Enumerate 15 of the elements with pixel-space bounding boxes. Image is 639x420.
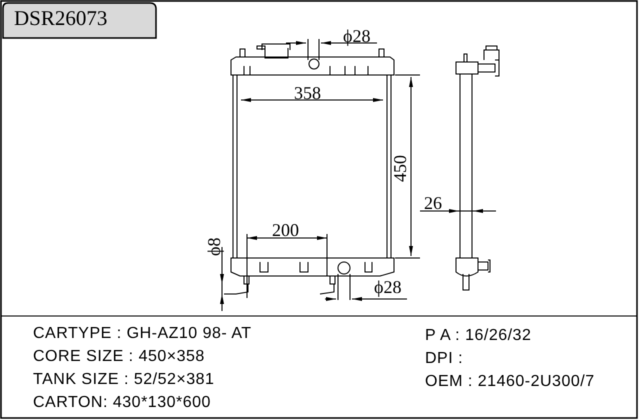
spec-text: DPI : [425,351,464,367]
dimension-label: ϕ8 [205,238,223,256]
dimension-label: 358 [294,84,321,102]
dimension-label: ϕ28 [374,278,402,296]
spec-text: P A : 16/26/32 [425,328,532,344]
spec-text: TANK SIZE : 52/52×381 [33,372,214,388]
dimension-label: ϕ28 [343,27,370,45]
dimension-label: 26 [424,194,442,212]
spec-text: OEM : 21460-2U300/7 [425,374,595,390]
dimension-label: 450 [391,155,409,182]
spec-text: CORE SIZE : 450×358 [33,349,205,365]
dimension-label: 200 [272,221,299,239]
spec-text: CARTYPE : GH-AZ10 98- AT [33,326,252,342]
title-text: DSR26073 [14,8,108,29]
spec-text: CARTON: 430*130*600 [33,395,211,411]
